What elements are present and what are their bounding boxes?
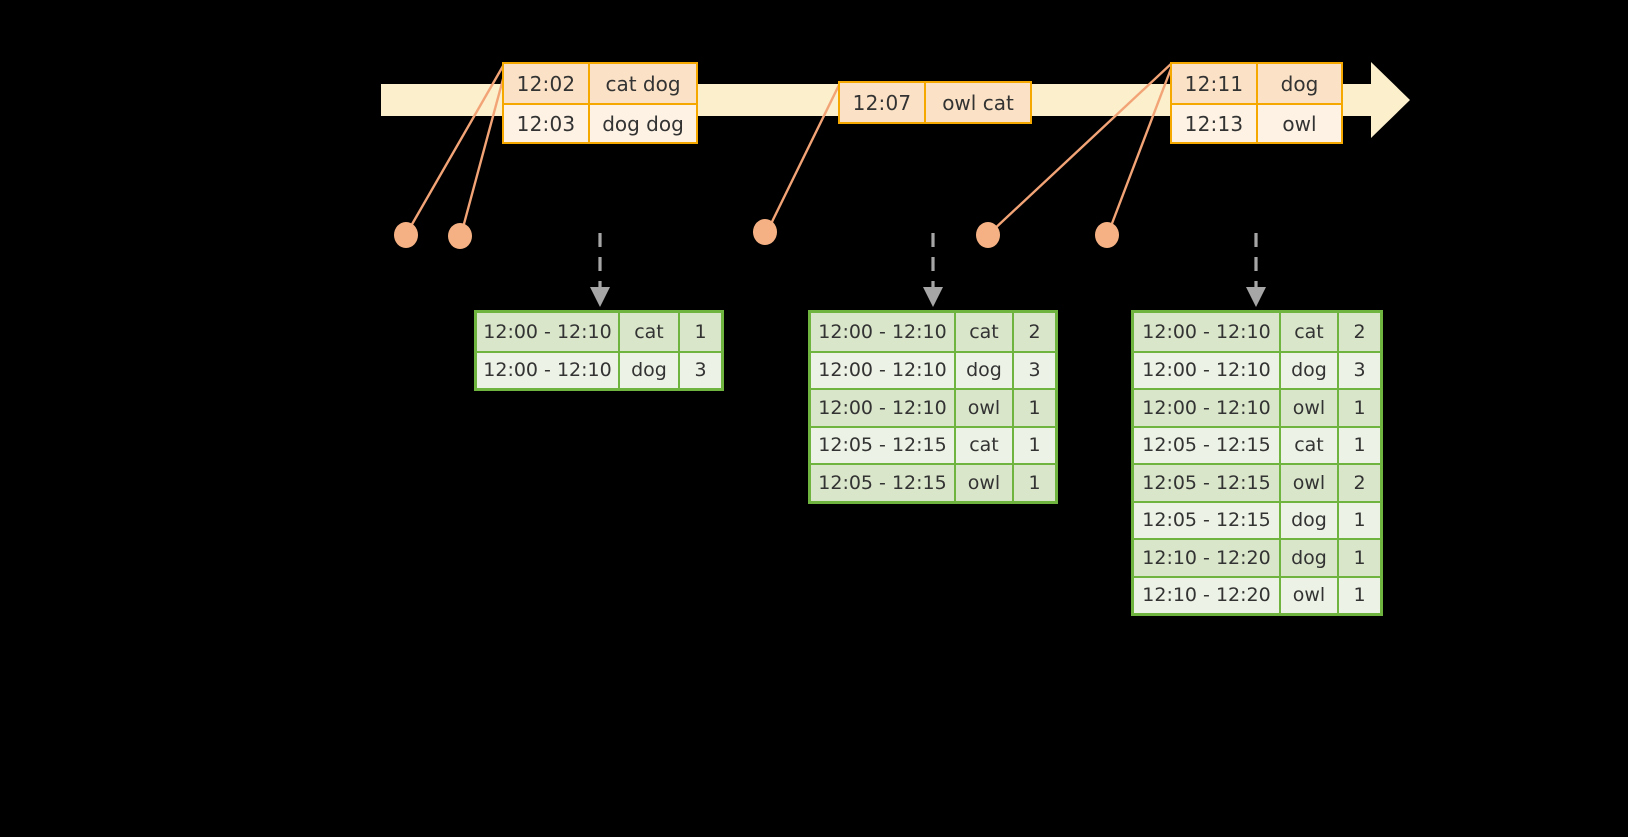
event-row: 12:07 owl cat <box>840 83 1030 122</box>
connector-1 <box>405 65 505 234</box>
cell-word: dog <box>1281 502 1339 538</box>
cell-count: 1 <box>1339 390 1380 426</box>
cell-word: cat <box>956 313 1014 351</box>
connector-3 <box>765 82 842 233</box>
event-words: owl <box>1282 111 1317 136</box>
cell-word: cat <box>620 313 680 351</box>
event-row: 12:02 cat dog <box>504 64 696 103</box>
event-time: 12:11 <box>1172 64 1258 103</box>
emit-arrows <box>590 233 1266 307</box>
cell-word: owl <box>956 390 1014 426</box>
cell-window: 12:00 - 12:10 <box>811 313 956 351</box>
event-row: 12:13 owl <box>1172 103 1341 142</box>
event-dot-4 <box>976 222 1000 248</box>
cell-count: 1 <box>1339 540 1380 576</box>
event-dot-1 <box>394 222 418 248</box>
cell-count: 1 <box>1339 427 1380 463</box>
cell-window: 12:10 - 12:20 <box>1134 577 1281 613</box>
cell-window: 12:05 - 12:15 <box>1134 502 1281 538</box>
cell-word: dog <box>1281 352 1339 388</box>
emit-arrow-1 <box>590 233 610 307</box>
cell-count: 1 <box>1014 427 1055 463</box>
cell-window: 12:10 - 12:20 <box>1134 540 1281 576</box>
cell-window: 12:05 - 12:15 <box>1134 465 1281 501</box>
event-group-2: 12:07 owl cat <box>838 81 1032 124</box>
event-dots <box>394 219 1119 249</box>
event-words: owl cat <box>942 90 1014 115</box>
cell-count: 2 <box>1339 465 1380 501</box>
event-time: 12:02 <box>504 64 590 103</box>
cell-word: owl <box>1281 390 1339 426</box>
cell-word: cat <box>1281 313 1339 351</box>
connector-5 <box>1106 65 1174 235</box>
cell-word: dog <box>1281 540 1339 576</box>
cell-window: 12:00 - 12:10 <box>1134 352 1281 388</box>
emit-arrow-3 <box>1246 233 1266 307</box>
event-time: 12:03 <box>504 105 590 142</box>
event-group-1: 12:02 cat dog 12:03 dog dog <box>502 62 698 144</box>
event-dot-5 <box>1095 222 1119 248</box>
event-group-3: 12:11 dog 12:13 owl <box>1170 62 1343 144</box>
cell-word: owl <box>1281 465 1339 501</box>
cell-window: 12:05 - 12:15 <box>811 465 956 501</box>
connector-2 <box>459 67 508 236</box>
cell-window: 12:00 - 12:10 <box>477 352 620 388</box>
event-words: dog dog <box>602 111 684 136</box>
event-row: 12:03 dog dog <box>504 103 696 142</box>
event-row: 12:11 dog <box>1172 64 1341 103</box>
cell-window: 12:05 - 12:15 <box>811 427 956 463</box>
event-time: 12:07 <box>840 83 926 122</box>
cell-word: dog <box>956 352 1014 388</box>
cell-word: cat <box>1281 427 1339 463</box>
event-words: cat dog <box>605 71 681 96</box>
cell-word: cat <box>956 427 1014 463</box>
cell-count: 1 <box>1014 465 1055 501</box>
cell-word: owl <box>1281 577 1339 613</box>
cell-count: 2 <box>1014 313 1055 351</box>
cell-count: 1 <box>680 313 721 351</box>
cell-count: 1 <box>1014 390 1055 426</box>
cell-count: 1 <box>1339 577 1380 613</box>
event-dot-3 <box>753 219 777 245</box>
emit-arrow-2 <box>923 233 943 307</box>
cell-window: 12:00 - 12:10 <box>1134 313 1281 351</box>
cell-window: 12:00 - 12:10 <box>811 352 956 388</box>
cell-window: 12:05 - 12:15 <box>1134 427 1281 463</box>
event-dot-2 <box>448 223 472 249</box>
cell-word: dog <box>620 352 680 388</box>
cell-count: 3 <box>1014 352 1055 388</box>
cell-window: 12:00 - 12:10 <box>1134 390 1281 426</box>
event-time: 12:13 <box>1172 105 1258 142</box>
cell-count: 2 <box>1339 313 1380 351</box>
cell-word: owl <box>956 465 1014 501</box>
cell-count: 3 <box>1339 352 1380 388</box>
cell-count: 3 <box>680 352 721 388</box>
cell-window: 12:00 - 12:10 <box>477 313 620 351</box>
cell-window: 12:00 - 12:10 <box>811 390 956 426</box>
cell-count: 1 <box>1339 502 1380 538</box>
event-words: dog <box>1280 71 1319 96</box>
